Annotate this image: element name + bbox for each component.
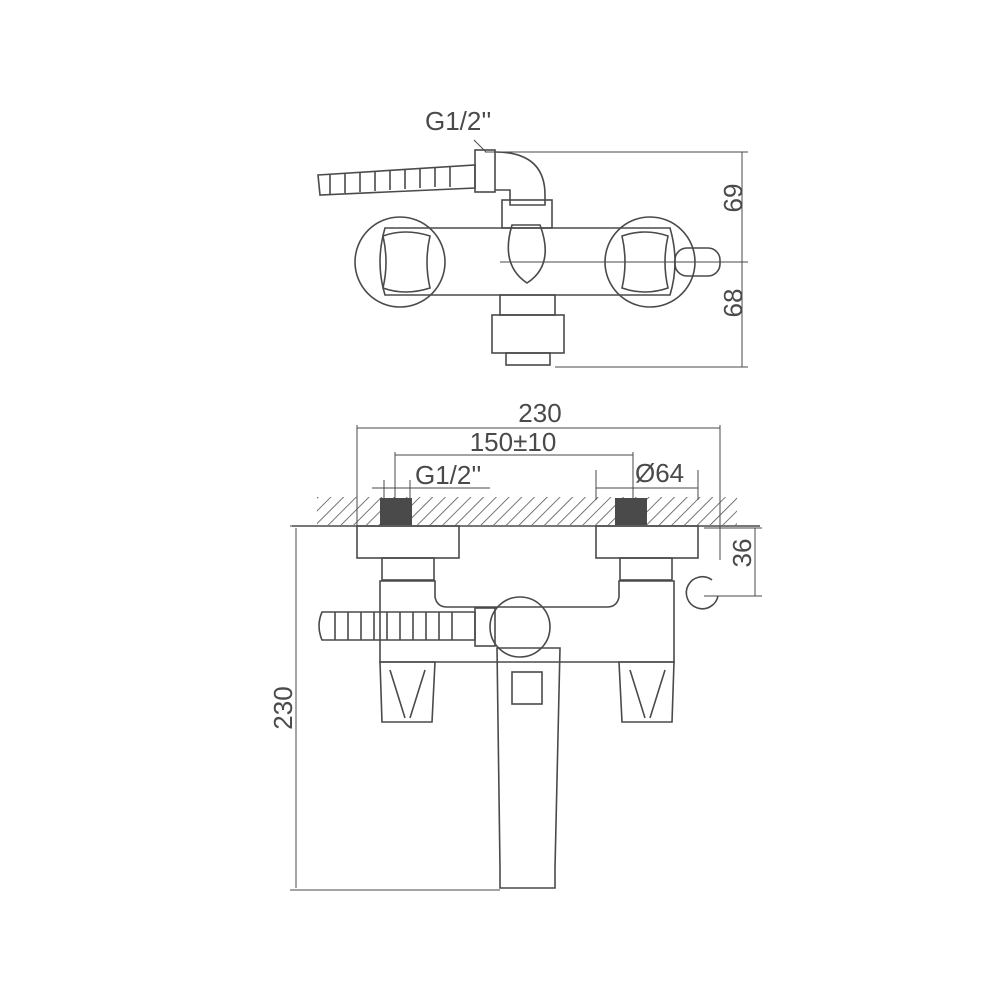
top-thread-label: G1/2'' [425, 106, 491, 136]
handle-left-front [379, 661, 436, 723]
body-top [379, 227, 676, 296]
dim-230-width: 230 [518, 398, 561, 428]
spout-tip-top [505, 352, 551, 366]
spout-top [491, 314, 565, 354]
hose-top [317, 164, 476, 196]
spout-nut-top [499, 294, 556, 316]
handle-left-top [382, 231, 431, 293]
handle-right-front [618, 661, 675, 723]
front-thread-label: G1/2'' [415, 460, 481, 490]
flange-right-front [595, 525, 699, 559]
thread-right [615, 498, 647, 525]
hose-nut-front [474, 607, 496, 647]
front-view: 230 150±10 G1/2'' Ø64 36 230 [268, 398, 762, 891]
dim-69: 69 [718, 184, 748, 213]
dim-230-height: 230 [268, 686, 298, 729]
flange-left [354, 216, 446, 308]
holder-clip [685, 575, 719, 610]
top-dimensions [473, 139, 748, 368]
handle-right-top [621, 231, 669, 293]
spout-front [496, 647, 561, 889]
flange-left-front [356, 525, 460, 559]
diverter-base [501, 199, 553, 229]
dim-68: 68 [718, 289, 748, 318]
top-view: G1/2'' 69 68 [317, 106, 748, 368]
diverter-knob [507, 224, 547, 284]
hose-front [318, 611, 476, 641]
nut-right [619, 557, 673, 581]
spout-window [511, 671, 543, 705]
front-dimensions [290, 425, 762, 891]
hose-elbow [494, 151, 546, 206]
hose-nut-top [474, 149, 496, 193]
thread-left [380, 498, 412, 525]
body-front [379, 580, 675, 663]
dim-diameter-64: Ø64 [635, 458, 684, 488]
diverter-front [489, 596, 551, 658]
dim-36: 36 [727, 539, 757, 568]
dim-150-center: 150±10 [470, 427, 557, 457]
nut-left [381, 557, 435, 581]
